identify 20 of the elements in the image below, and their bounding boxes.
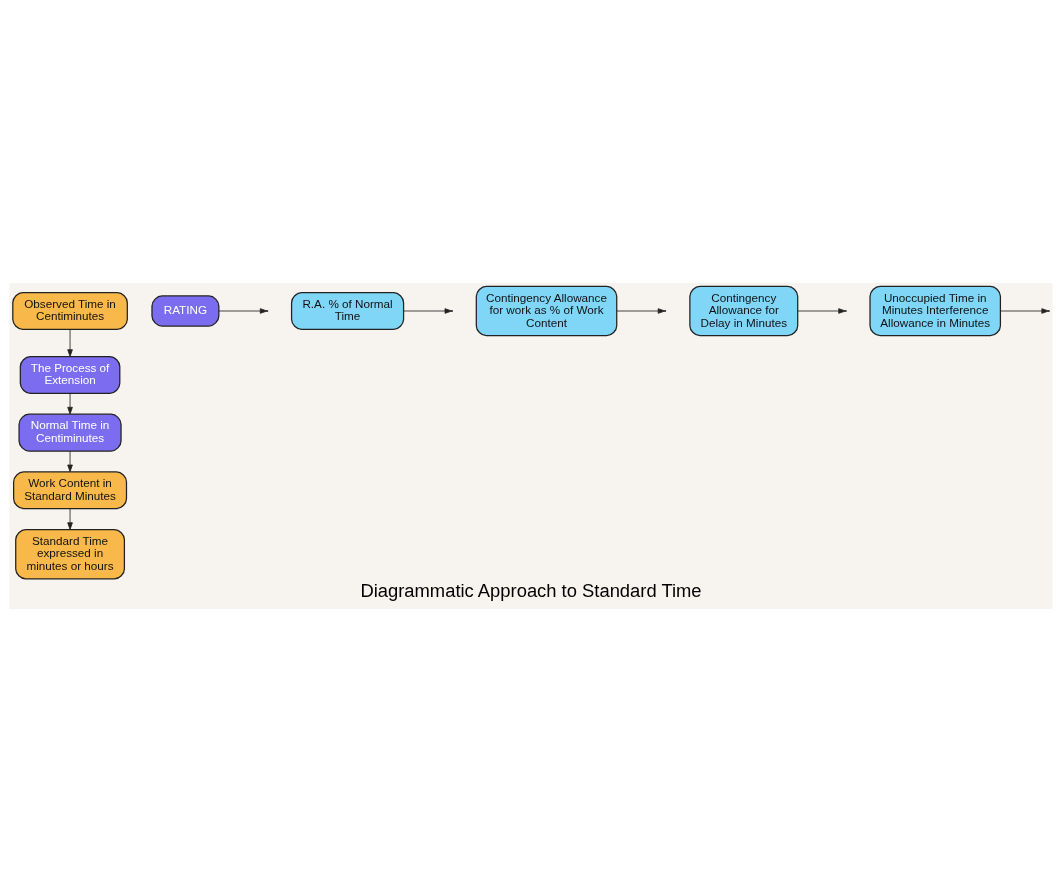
arrow <box>67 508 73 530</box>
node-box: Observed Time in Centiminutes <box>12 292 128 330</box>
arrow <box>797 308 846 314</box>
arrow <box>67 329 73 357</box>
node-box: The Process of Extension <box>19 355 121 394</box>
node-box: R.A. % of Normal Time <box>290 292 405 330</box>
diagram-title: Diagrammatic Approach to Standard Time <box>360 579 702 601</box>
node-box: RATING <box>151 295 220 327</box>
node-box: Standard Time expressed in minutes or hours <box>15 528 125 580</box>
arrow <box>403 308 453 314</box>
arrow <box>1000 308 1049 314</box>
arrow <box>616 308 666 314</box>
arrow <box>67 450 73 473</box>
node-box: Contingency Allowance for work as % of Work Content <box>475 285 618 337</box>
node-box: Work Content in Standard Minutes <box>13 471 128 510</box>
node-box: Unoccupied Time in Minutes Interference Allowance in Minutes <box>869 285 1002 337</box>
arrow <box>218 308 268 314</box>
node-box: Normal Time in Centiminutes <box>18 413 122 452</box>
arrow <box>67 393 73 415</box>
node-box: Contingency Allowance for Delay in Minutes <box>689 285 799 337</box>
